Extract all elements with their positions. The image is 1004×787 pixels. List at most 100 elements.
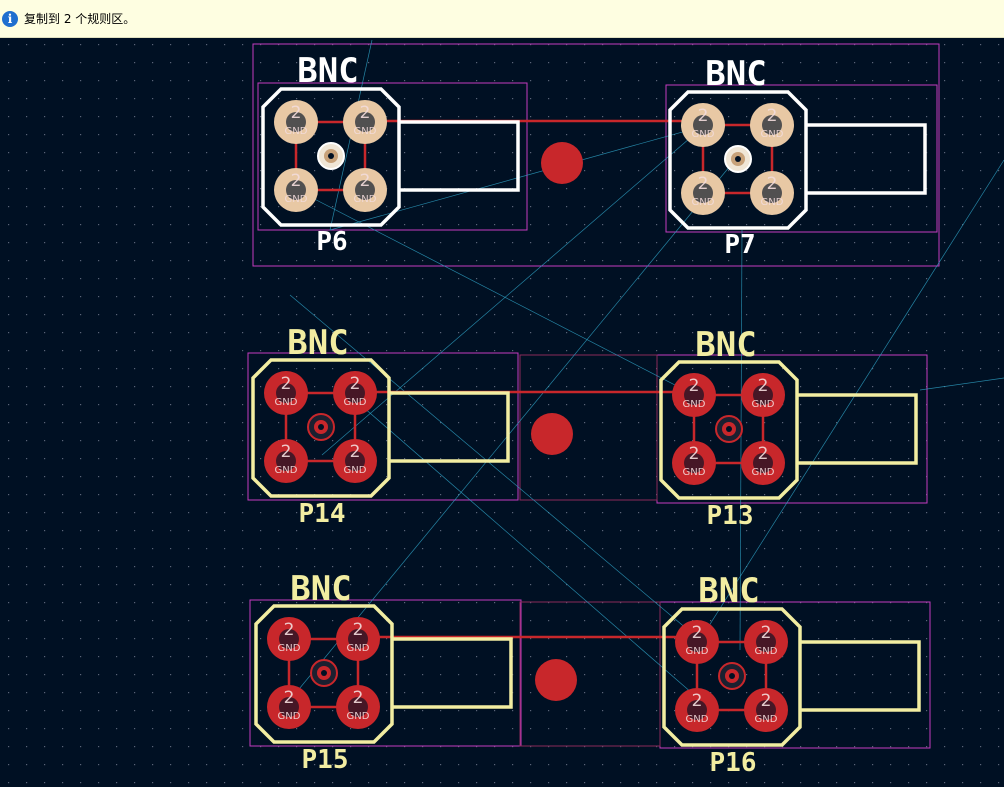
pad-net-label: GND: [278, 643, 301, 654]
pad-number: 2: [350, 442, 361, 462]
pad-net-label: GND: [354, 194, 377, 205]
pad-number: 2: [689, 376, 700, 396]
pad-number: 2: [281, 374, 292, 394]
footprint-outline: [261, 87, 401, 227]
pad-number: 2: [758, 376, 769, 396]
pad-net-label: GND: [761, 129, 784, 140]
footprint-outline: [668, 90, 808, 230]
pad-hole: [276, 383, 296, 403]
connector-body-outline: [797, 393, 918, 465]
footprint-ref-p16: P16: [710, 748, 757, 778]
pad-number: 2: [284, 620, 295, 640]
ratsnest-line: [699, 159, 1004, 641]
pad-net-label: GND: [275, 465, 298, 476]
footprints: 2GND2GND2GND2GNDBNCP62GND2GND2GND2GNDBNC…: [251, 51, 927, 778]
center-pad-hole: [729, 673, 735, 679]
pad-number: 2: [758, 444, 769, 464]
info-message: 复制到 2 个规则区。: [24, 12, 136, 26]
center-pad-hole: [726, 426, 732, 432]
pad-net-label: GND: [761, 197, 784, 208]
rule-area: [249, 599, 522, 747]
connector-body-outline: [392, 637, 513, 709]
ratsnest-line: [919, 377, 1004, 391]
rule-area: [247, 352, 519, 501]
pad-number: 2: [692, 691, 703, 711]
pad-net-label: GND: [755, 646, 778, 657]
rule-area: [252, 43, 940, 267]
pad-net-label: GND: [683, 399, 706, 410]
rule-areas: [247, 43, 940, 749]
center-pad-hole: [321, 670, 327, 676]
ratsnest-line: [739, 229, 743, 651]
pad-hole: [276, 451, 296, 471]
pad-hole: [693, 115, 713, 135]
pad-net-label: GND: [278, 711, 301, 722]
pad-number: 2: [692, 623, 703, 643]
pad-number: 2: [767, 106, 778, 126]
pad-hole: [684, 453, 704, 473]
pad-hole: [756, 632, 776, 652]
pad-number: 2: [284, 688, 295, 708]
pad-net-label: GND: [686, 646, 709, 657]
pad-hole: [279, 697, 299, 717]
pad-net-label: GND: [686, 714, 709, 725]
pad-hole: [286, 180, 306, 200]
pad-net-label: GND: [354, 126, 377, 137]
footprint-ref-p14: P14: [299, 499, 346, 529]
connector-body-outline: [389, 391, 510, 463]
pad-number: 2: [767, 174, 778, 194]
pad-net-label: GND: [347, 643, 370, 654]
footprint-outline: [659, 360, 799, 500]
connector-body-outline: [800, 640, 921, 712]
footprint-value-p16: BNC: [698, 571, 759, 611]
mounting-hole: [531, 413, 573, 455]
pad-number: 2: [360, 171, 371, 191]
footprint-value-p6: BNC: [297, 51, 358, 91]
pad-hole: [687, 632, 707, 652]
pad-hole: [345, 451, 365, 471]
pad-hole: [762, 183, 782, 203]
pad-number: 2: [281, 442, 292, 462]
ratsnest-line: [354, 399, 701, 701]
pad-net-label: GND: [344, 397, 367, 408]
mounting-hole: [541, 142, 583, 184]
pad-hole: [756, 700, 776, 720]
pad-net-label: GND: [344, 465, 367, 476]
rule-area: [519, 354, 658, 501]
pad-net-label: GND: [347, 711, 370, 722]
footprint-outline: [254, 604, 394, 744]
extra-marks: [531, 142, 583, 701]
mounting-hole: [535, 659, 577, 701]
pad-net-label: GND: [692, 197, 715, 208]
info-icon: i: [2, 10, 18, 27]
pcb-board[interactable]: 2GND2GND2GND2GNDBNCP62GND2GND2GND2GNDBNC…: [0, 38, 1004, 787]
pad-net-label: GND: [275, 397, 298, 408]
infobar: i 复制到 2 个规则区。: [0, 0, 1004, 38]
pad-number: 2: [761, 691, 772, 711]
pad-number: 2: [689, 444, 700, 464]
pad-number: 2: [291, 103, 302, 123]
pad-number: 2: [360, 103, 371, 123]
pad-number: 2: [350, 374, 361, 394]
connector-body-outline: [399, 120, 520, 192]
footprint-value-p7: BNC: [705, 54, 766, 94]
rule-area: [519, 601, 661, 747]
footprint-value-p13: BNC: [695, 325, 756, 365]
pad-net-label: GND: [683, 467, 706, 478]
pad-net-label: GND: [692, 129, 715, 140]
pad-number: 2: [698, 106, 709, 126]
rule-area: [257, 82, 528, 231]
pad-hole: [762, 115, 782, 135]
footprint-outline: [251, 358, 391, 498]
footprint-ref-p7: P7: [724, 230, 755, 260]
pad-hole: [684, 385, 704, 405]
pad-hole: [348, 697, 368, 717]
pad-number: 2: [698, 174, 709, 194]
